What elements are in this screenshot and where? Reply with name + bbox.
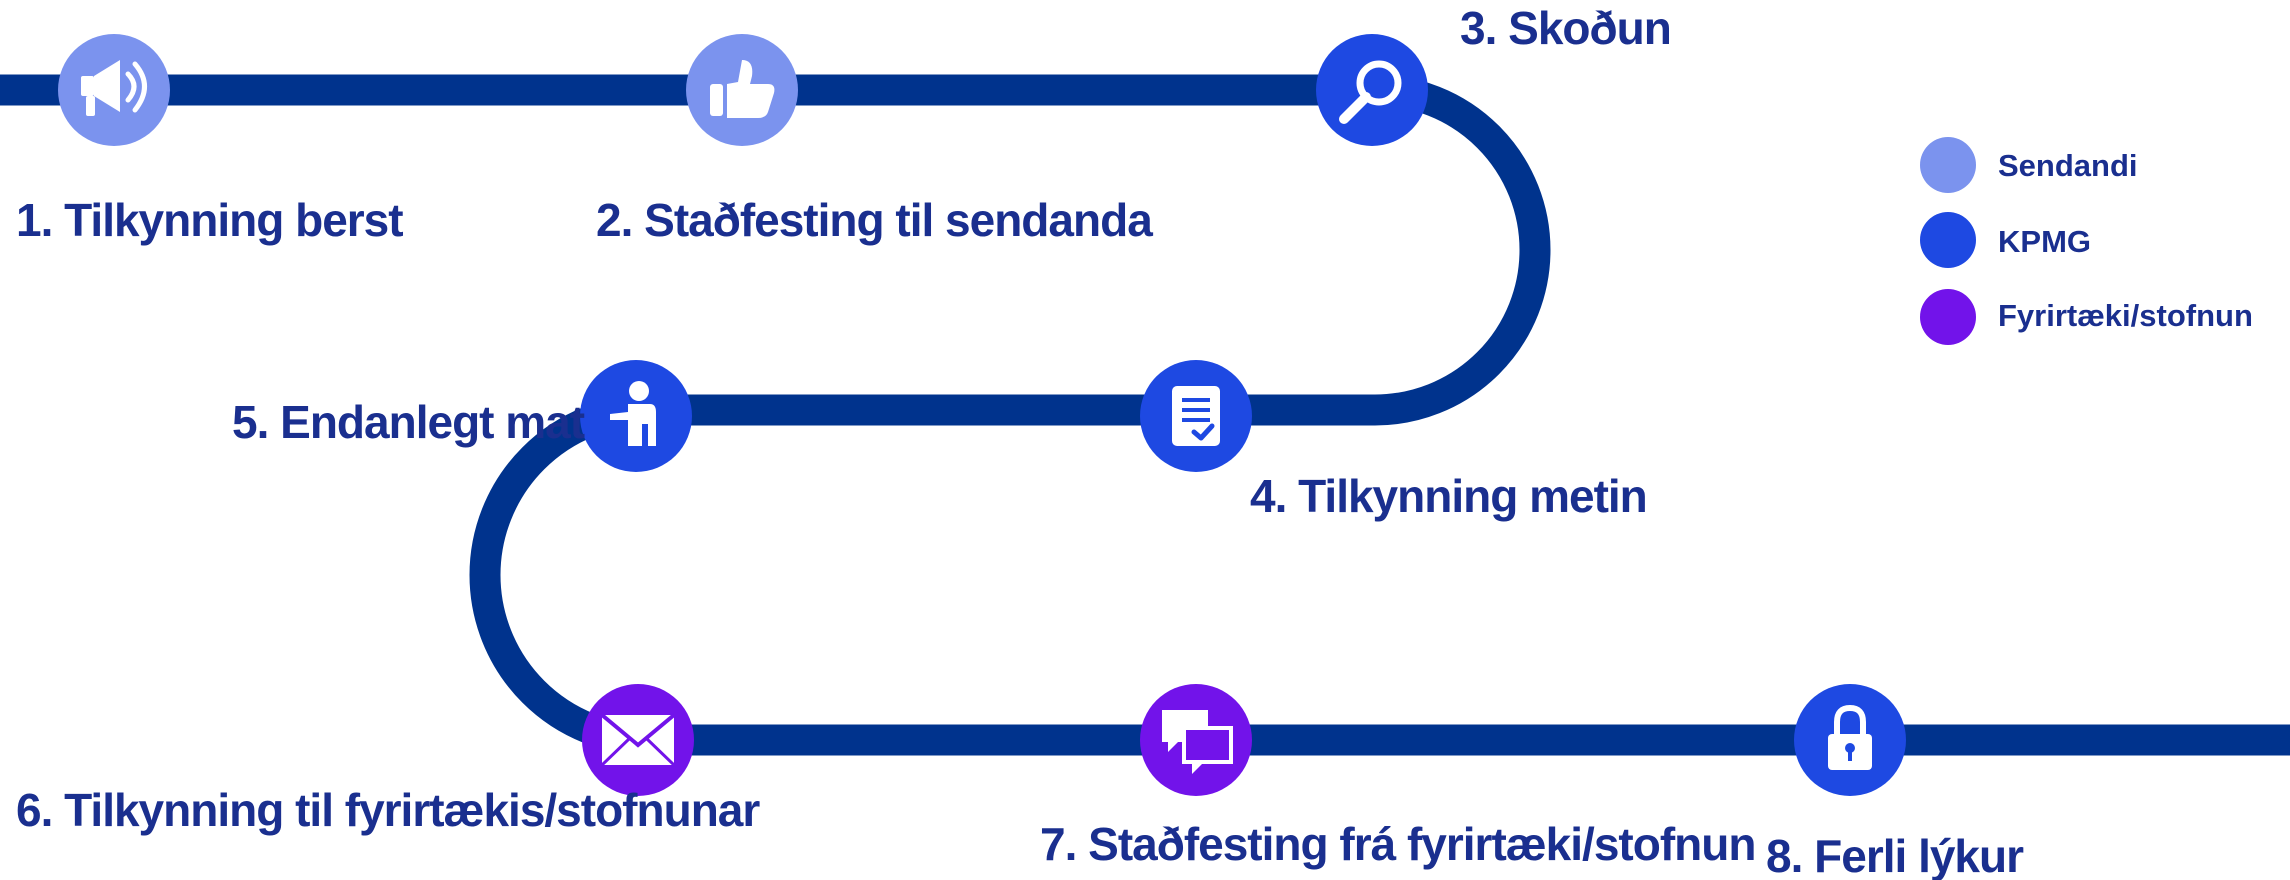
step-2-label: 2. Staðfesting til sendanda <box>596 194 1153 246</box>
step-3-label: 3. Skoðun <box>1460 2 1671 54</box>
legend-swatch-fyrirtaeki <box>1920 289 1976 345</box>
step-4: 4. Tilkynning metin <box>1140 360 1648 522</box>
legend-item-sendandi: Sendandi <box>1920 137 2138 193</box>
checklist-document-icon <box>1172 386 1220 446</box>
step-8: 8. Ferli lýkur <box>1766 684 2025 880</box>
legend-item-fyrirtaeki: Fyrirtæki/stofnun <box>1920 289 2253 345</box>
legend-label-sendandi: Sendandi <box>1998 148 2138 183</box>
legend-swatch-sendandi <box>1920 137 1976 193</box>
step-6: 6. Tilkynning til fyrirtækis/stofnunar <box>16 684 761 836</box>
padlock-icon <box>1828 704 1872 770</box>
legend-swatch-kpmg <box>1920 212 1976 268</box>
step-8-label: 8. Ferli lýkur <box>1766 830 2024 880</box>
legend: Sendandi KPMG Fyrirtæki/stofnun <box>1920 137 2253 345</box>
step-6-label: 6. Tilkynning til fyrirtækis/stofnunar <box>16 784 760 836</box>
megaphone-icon <box>81 60 147 116</box>
legend-label-kpmg: KPMG <box>1998 224 2091 259</box>
step-1-label: 1. Tilkynning berst <box>16 194 403 246</box>
step-4-label: 4. Tilkynning metin <box>1250 470 1647 522</box>
thumbs-up-icon <box>710 60 775 118</box>
step-2: 2. Staðfesting til sendanda <box>596 34 1154 246</box>
step-5-label: 5. Endanlegt mat <box>232 396 585 448</box>
step-7: 7. Staðfesting frá fyrirtæki/stofnun <box>1040 684 1756 870</box>
step-1: 1. Tilkynning berst <box>16 34 404 246</box>
envelope-icon <box>600 713 676 767</box>
legend-label-fyrirtaeki: Fyrirtæki/stofnun <box>1998 298 2253 333</box>
chat-bubbles-icon <box>1162 710 1233 774</box>
step-3-node <box>1316 34 1428 146</box>
legend-item-kpmg: KPMG <box>1920 212 2091 268</box>
step-5: 5. Endanlegt mat <box>232 360 692 472</box>
magnifier-icon <box>1339 60 1402 124</box>
step-3: 3. Skoðun <box>1316 2 1672 146</box>
presenter-person-icon <box>610 381 656 446</box>
step-7-label: 7. Staðfesting frá fyrirtæki/stofnun <box>1040 818 1755 870</box>
